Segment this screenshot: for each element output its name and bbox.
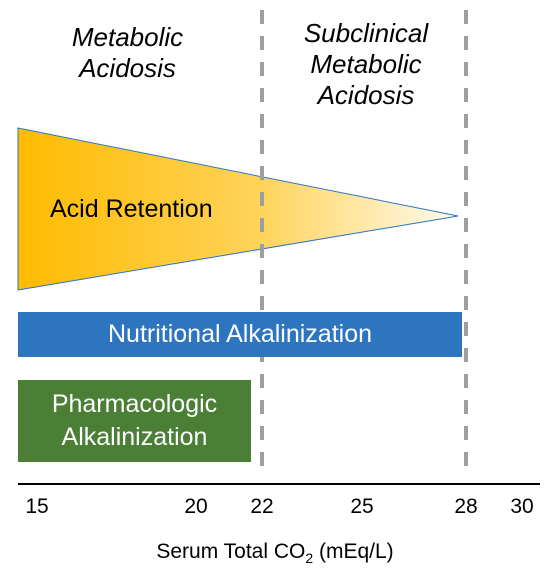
nutritional-label: Nutritional Alkalinization [107, 320, 373, 348]
x-axis-title: Serum Total CO2 (mEq/L) [0, 540, 550, 566]
region-right-line-1: Subclinical [303, 18, 429, 48]
region-left-line-2: Acidosis [79, 53, 176, 83]
tick-20: 20 [184, 495, 208, 518]
tick-28: 28 [454, 495, 478, 518]
axis-title-unit: (mEq/L) [313, 540, 394, 563]
tick-15: 15 [25, 495, 49, 518]
tick-22: 22 [250, 495, 274, 518]
pharmacologic-line-2: Alkalinization [61, 423, 208, 451]
nutritional-alkalinization-bar: Nutritional Alkalinization [18, 312, 462, 357]
region-label-metabolic-acidosis: Metabolic Acidosis [40, 22, 215, 84]
region-right-line-2: Metabolic [310, 49, 422, 79]
tick-25: 25 [350, 495, 374, 518]
axis-title-subscript: 2 [305, 550, 314, 567]
pharmacologic-alkalinization-bar: Pharmacologic Alkalinization [18, 380, 251, 462]
pharmacologic-line-1: Pharmacologic [51, 390, 218, 418]
region-right-line-3: Acidosis [317, 80, 415, 110]
region-left-line-1: Metabolic [71, 22, 184, 52]
region-label-subclinical: Subclinical Metabolic Acidosis [268, 18, 464, 111]
axis-title-main: Serum Total CO [156, 540, 306, 563]
tick-30: 30 [510, 495, 534, 518]
acid-retention-label: Acid Retention [50, 195, 213, 223]
acid-retention-wedge [17, 127, 459, 291]
